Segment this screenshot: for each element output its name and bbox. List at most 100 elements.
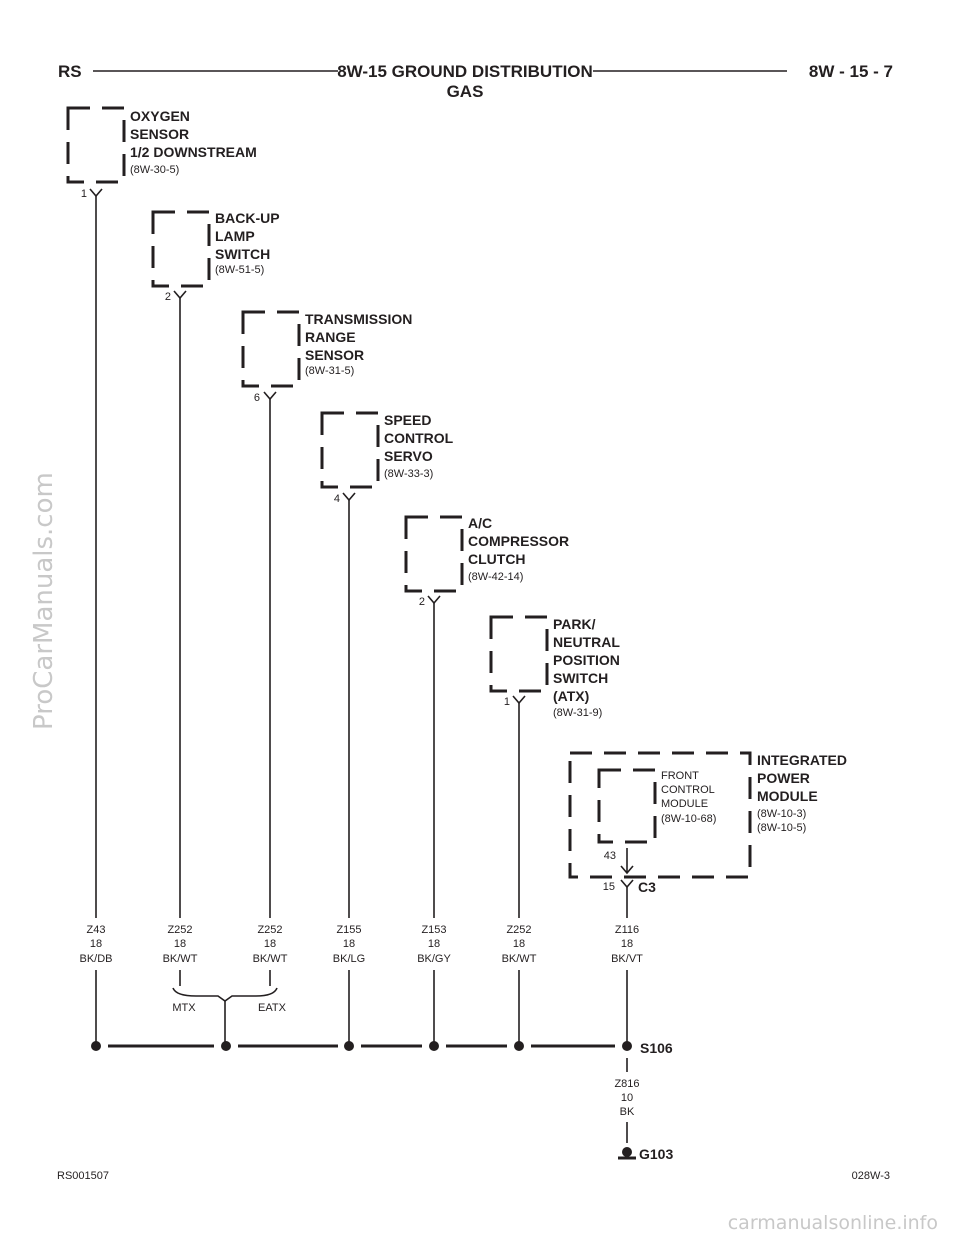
wire-label-z155-gauge: 18	[343, 938, 355, 950]
ipm-ref-2: (8W-10-5)	[757, 822, 806, 834]
ground-circuit: Z816 10 BK G103	[614, 1058, 673, 1162]
fcm-pin: 43	[604, 850, 616, 862]
footer-right: 028W-3	[852, 1170, 890, 1182]
ac-compressor-clutch-label-2: COMPRESSOR	[468, 533, 569, 549]
ipm-connector-icon	[620, 879, 634, 889]
fcm-ref: (8W-10-68)	[661, 813, 716, 825]
wire-label-z252-b-color: BK/WT	[253, 953, 288, 965]
bottom-watermark: carmanualsonline.info	[728, 1212, 938, 1234]
wire-labels: Z43 18 BK/DB Z252 18 BK/WT Z252 18 BK/WT…	[79, 924, 643, 965]
page-header: RS 8W-15 GROUND DISTRIBUTION GAS 8W - 15…	[58, 62, 893, 101]
transmission-range-sensor-label-3: SENSOR	[305, 347, 364, 363]
splice-node-5	[514, 1041, 524, 1051]
ac-compressor-clutch-label-3: CLUTCH	[468, 551, 526, 567]
speed-control-servo-label-1: SPEED	[384, 412, 431, 428]
speed-control-servo-component: SPEED CONTROL SERVO (8W-33-3) 4	[320, 411, 454, 505]
backup-lamp-switch-label-1: BACK-UP	[215, 210, 280, 226]
speed-control-servo-label-2: CONTROL	[384, 430, 454, 446]
park-neutral-switch-pin: 1	[504, 696, 510, 708]
component-wires	[95, 196, 628, 918]
ground-label: G103	[639, 1146, 673, 1162]
transmission-range-sensor-label-1: TRANSMISSION	[305, 311, 412, 327]
backup-lamp-switch-connector-icon	[173, 290, 187, 300]
ac-compressor-clutch-ref: (8W-42-14)	[468, 571, 523, 583]
speed-control-servo-label-3: SERVO	[384, 448, 433, 464]
ipm-ref-1: (8W-10-3)	[757, 808, 806, 820]
wire-label-z116-gauge: 18	[621, 938, 633, 950]
backup-lamp-switch-ref: (8W-51-5)	[215, 264, 264, 276]
oxygen-sensor-connector-icon	[89, 188, 103, 198]
oxygen-sensor-label-3: 1/2 DOWNSTREAM	[130, 144, 257, 160]
splice-bus: S106	[91, 1040, 673, 1056]
side-watermark: ProCarManuals.com	[29, 472, 59, 730]
ipm-label-2: POWER	[757, 770, 810, 786]
wire-label-z252-c-color: BK/WT	[502, 953, 537, 965]
splice-node-1	[91, 1041, 101, 1051]
option-mtx-label: MTX	[172, 1002, 196, 1014]
lower-wires: MTX EATX	[95, 970, 628, 1045]
oxygen-sensor-ref: (8W-30-5)	[130, 164, 179, 176]
splice-node-3	[344, 1041, 354, 1051]
wire-label-z155-circuit: Z155	[336, 924, 361, 936]
fcm-label-1: FRONT	[661, 770, 699, 782]
park-neutral-switch-label-4: SWITCH	[553, 670, 608, 686]
speed-control-servo-ref: (8W-33-3)	[384, 468, 433, 480]
backup-lamp-switch-label-3: SWITCH	[215, 246, 270, 262]
ac-compressor-clutch-connector-icon	[427, 595, 441, 605]
fcm-label-2: CONTROL	[661, 784, 715, 796]
wire-label-z43-gauge: 18	[90, 938, 102, 950]
ac-compressor-clutch-pin: 2	[419, 596, 425, 608]
wire-label-z153-color: BK/GY	[417, 953, 451, 965]
backup-lamp-switch-component: BACK-UP LAMP SWITCH (8W-51-5) 2	[151, 210, 280, 303]
speed-control-servo-pin: 4	[334, 493, 340, 505]
header-left: RS	[58, 62, 82, 81]
footer-left: RS001507	[57, 1170, 109, 1182]
ipm-connector-name: C3	[638, 879, 656, 895]
transmission-range-sensor-component: TRANSMISSION RANGE SENSOR (8W-31-5) 6	[241, 310, 412, 404]
park-neutral-switch-connector-icon	[512, 695, 526, 705]
wire-label-z252-b-circuit: Z252	[257, 924, 282, 936]
wire-label-z153-circuit: Z153	[421, 924, 446, 936]
wire-label-z43-color: BK/DB	[79, 953, 112, 965]
splice-label: S106	[640, 1040, 673, 1056]
ac-compressor-clutch-label-1: A/C	[468, 515, 492, 531]
wire-label-z252-a-color: BK/WT	[163, 953, 198, 965]
wire-label-z153-gauge: 18	[428, 938, 440, 950]
ipm-box	[568, 751, 752, 879]
fcm-box	[597, 768, 657, 844]
ground-wire-gauge: 10	[621, 1092, 633, 1104]
park-neutral-switch-label-5: (ATX)	[553, 688, 589, 704]
oxygen-sensor-pin: 1	[81, 188, 87, 200]
backup-lamp-switch-box	[151, 210, 211, 288]
splice-node-2	[221, 1041, 231, 1051]
ac-compressor-clutch-box	[404, 515, 464, 593]
oxygen-sensor-box	[66, 106, 126, 184]
ground-wire-color: BK	[620, 1106, 635, 1118]
transmission-range-sensor-box	[241, 310, 301, 388]
wire-label-z252-a-gauge: 18	[174, 938, 186, 950]
integrated-power-module-component: FRONT CONTROL MODULE (8W-10-68) INTEGRAT…	[568, 751, 847, 895]
ipm-pin: 15	[603, 881, 615, 893]
fcm-connector-icon	[620, 865, 634, 875]
transmission-range-sensor-ref: (8W-31-5)	[305, 365, 354, 377]
backup-lamp-switch-pin: 2	[165, 291, 171, 303]
transmission-range-sensor-label-2: RANGE	[305, 329, 356, 345]
option-bracket	[172, 987, 278, 1002]
wire-label-z252-b-gauge: 18	[264, 938, 276, 950]
park-neutral-switch-label-2: NEUTRAL	[553, 634, 620, 650]
park-neutral-switch-label-3: POSITION	[553, 652, 620, 668]
wire-label-z116-circuit: Z116	[615, 924, 639, 936]
splice-node-4	[429, 1041, 439, 1051]
park-neutral-switch-box	[489, 615, 549, 693]
ground-node	[622, 1147, 632, 1157]
park-neutral-switch-component: PARK/ NEUTRAL POSITION SWITCH (ATX) (8W-…	[489, 615, 620, 719]
page-subtitle: GAS	[447, 82, 484, 101]
wire-label-z116-color: BK/VT	[611, 953, 643, 965]
wire-label-z43-circuit: Z43	[87, 924, 106, 936]
wire-label-z252-c-circuit: Z252	[506, 924, 531, 936]
transmission-range-sensor-pin: 6	[254, 392, 260, 404]
ipm-label-3: MODULE	[757, 788, 818, 804]
park-neutral-switch-ref: (8W-31-9)	[553, 707, 602, 719]
ipm-label-1: INTEGRATED	[757, 752, 847, 768]
